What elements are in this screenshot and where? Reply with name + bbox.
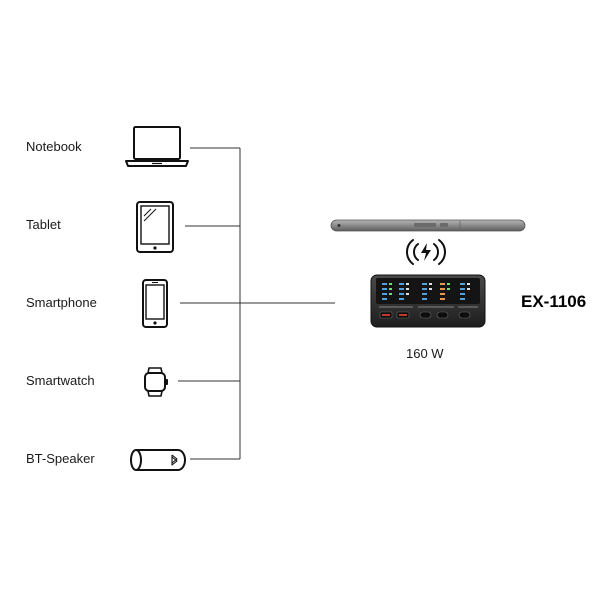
wireless-charging-icon: [406, 239, 446, 265]
smartphone-icon: [142, 279, 168, 328]
model-name: EX-1106: [521, 292, 587, 311]
device-label-smartwatch: Smartwatch: [26, 373, 95, 388]
device-label-tablet: Tablet: [26, 217, 61, 232]
tablet-icon: [136, 201, 174, 253]
smartwatch-icon: [144, 367, 168, 397]
device-label-bt-speaker: BT-Speaker: [26, 451, 95, 466]
charging-station-icon: [370, 274, 486, 328]
device-label-smartphone: Smartphone: [26, 295, 97, 310]
device-label-notebook: Notebook: [26, 139, 82, 154]
laptop-icon: [125, 126, 189, 167]
bluetooth-speaker-icon: [130, 449, 186, 471]
tablet-on-pad-icon: [330, 219, 526, 232]
power-rating: 160 W: [406, 346, 444, 361]
